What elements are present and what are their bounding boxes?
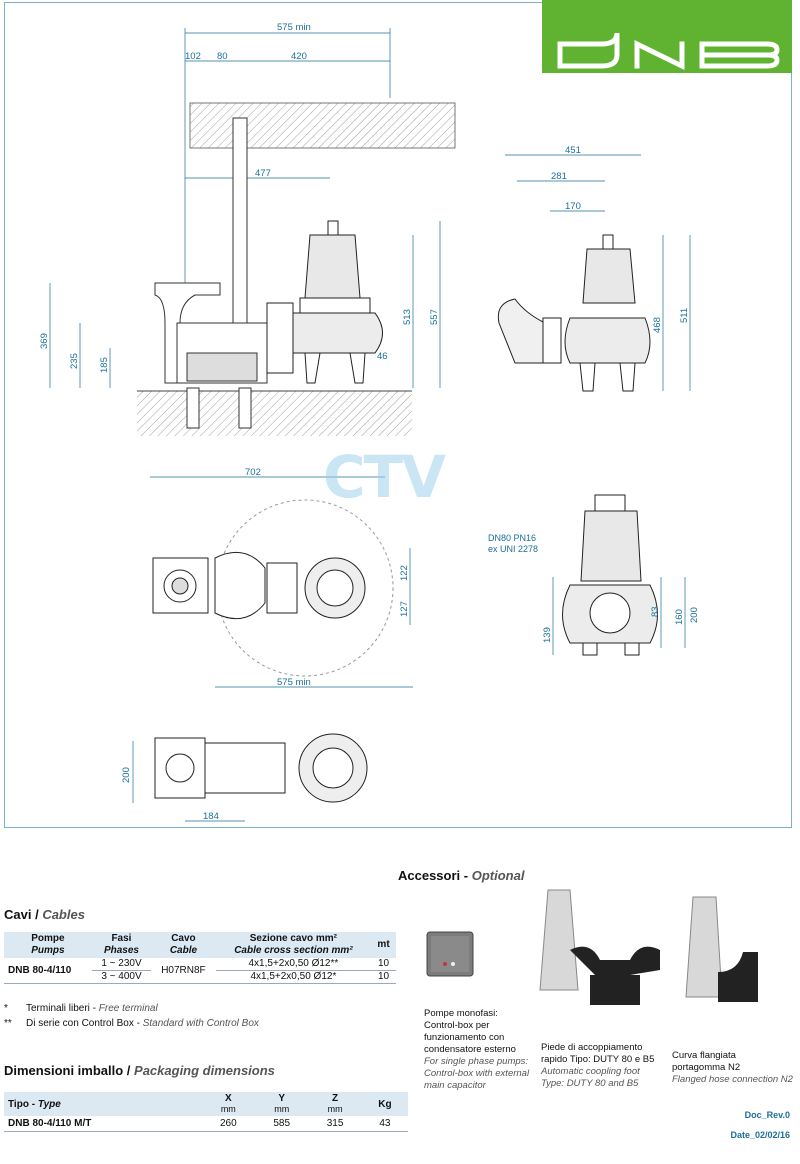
caption-control-box: Pompe monofasi: Control-box per funziona… — [424, 1008, 530, 1091]
dim-184: 184 — [203, 811, 219, 822]
dim-46: 46 — [377, 351, 388, 362]
caption-coupling-foot: Piede di accoppiamento rapido Tipo: DUTY… — [541, 1042, 655, 1089]
dim-200-bottom: 200 — [121, 767, 132, 783]
ctv-watermark: CTV — [323, 443, 446, 511]
dim-185: 185 — [99, 357, 110, 373]
dim-557: 557 — [429, 309, 440, 325]
mt-cell: 10 — [371, 958, 396, 971]
packaging-title: Dimensioni imballo / Packaging dimension… — [4, 1063, 275, 1078]
dim-575-min-top: 575 min — [277, 22, 311, 33]
section-cell: 4x1,5+2x0,50 Ø12** — [215, 958, 372, 971]
dim-80: 80 — [217, 51, 228, 62]
caption-hose-connection: Curva flangiata portagomma N2 Flanged ho… — [672, 1050, 793, 1085]
dim-702: 702 — [245, 467, 261, 478]
dnb-logo — [542, 0, 792, 73]
dim-513: 513 — [402, 309, 413, 325]
dim-235: 235 — [69, 353, 80, 369]
pack-type: DNB 80-4/110 M/T — [4, 1116, 202, 1132]
dim-369: 369 — [39, 333, 50, 349]
dim-170: 170 — [565, 201, 581, 212]
dim-511: 511 — [679, 307, 690, 323]
dim-451: 451 — [565, 145, 581, 156]
cable-notes: *Terminali liberi - Free terminal **Di s… — [4, 1001, 259, 1031]
dim-468: 468 — [652, 317, 663, 333]
section-cell: 4x1,5+2x0,50 Ø12* — [215, 970, 372, 984]
note-item: **Di serie con Control Box - Standard wi… — [4, 1018, 259, 1029]
coupling-foot-image — [530, 880, 670, 1025]
doc-date: Date_02/02/16 — [730, 1130, 790, 1140]
dim-139: 139 — [542, 627, 553, 643]
hose-connection-image — [678, 892, 778, 1027]
pack-kg: 43 — [361, 1116, 408, 1132]
doc-revision: Doc_Rev.0 — [744, 1110, 790, 1120]
dnb-logo-mark — [557, 32, 780, 71]
cables-title: Cavi / Cables — [4, 907, 85, 922]
pump-model: DNB 80-4/110 — [4, 958, 92, 984]
dim-160: 160 — [674, 609, 685, 625]
accessories-title: Accessori - Optional — [398, 868, 525, 883]
pump-drawings — [49, 28, 691, 822]
mt-cell: 10 — [371, 970, 396, 984]
dim-102: 102 — [185, 51, 201, 62]
phases-cell: 3 ~ 400V — [91, 970, 152, 984]
table-row: DNB 80-4/110 M/T 260 585 315 43 — [4, 1116, 408, 1132]
control-box-image — [425, 930, 477, 985]
note-item: *Terminali liberi - Free terminal — [4, 1003, 158, 1014]
phases-cell: 1 ~ 230V — [91, 958, 152, 971]
table-row: 3 ~ 400V 4x1,5+2x0,50 Ø12* 10 — [4, 970, 396, 984]
dim-200-front: 200 — [689, 607, 700, 623]
dim-575-min-plan: 575 min — [277, 677, 311, 688]
table-row: DNB 80-4/110 1 ~ 230V H07RN8F 4x1,5+2x0,… — [4, 958, 396, 984]
dim-477: 477 — [255, 168, 271, 179]
cable-type: H07RN8F — [151, 958, 216, 984]
col-type: Tipo - Type — [4, 1092, 202, 1116]
pack-y: 585 — [255, 1116, 309, 1132]
technical-drawing: 575 min 102 80 420 477 369 235 185 513 5… — [4, 2, 792, 828]
col-kg: Kg — [361, 1092, 408, 1116]
dim-281: 281 — [551, 171, 567, 182]
pack-x: 260 — [201, 1116, 256, 1132]
pack-z: 315 — [308, 1116, 362, 1132]
col-mt: mt — [371, 932, 396, 958]
dim-420: 420 — [291, 51, 307, 62]
flange-note: DN80 PN16 ex UNI 2278 — [488, 533, 539, 554]
dim-127: 127 — [399, 601, 410, 617]
dim-83: 83 — [650, 606, 661, 617]
dim-122: 122 — [399, 565, 410, 581]
